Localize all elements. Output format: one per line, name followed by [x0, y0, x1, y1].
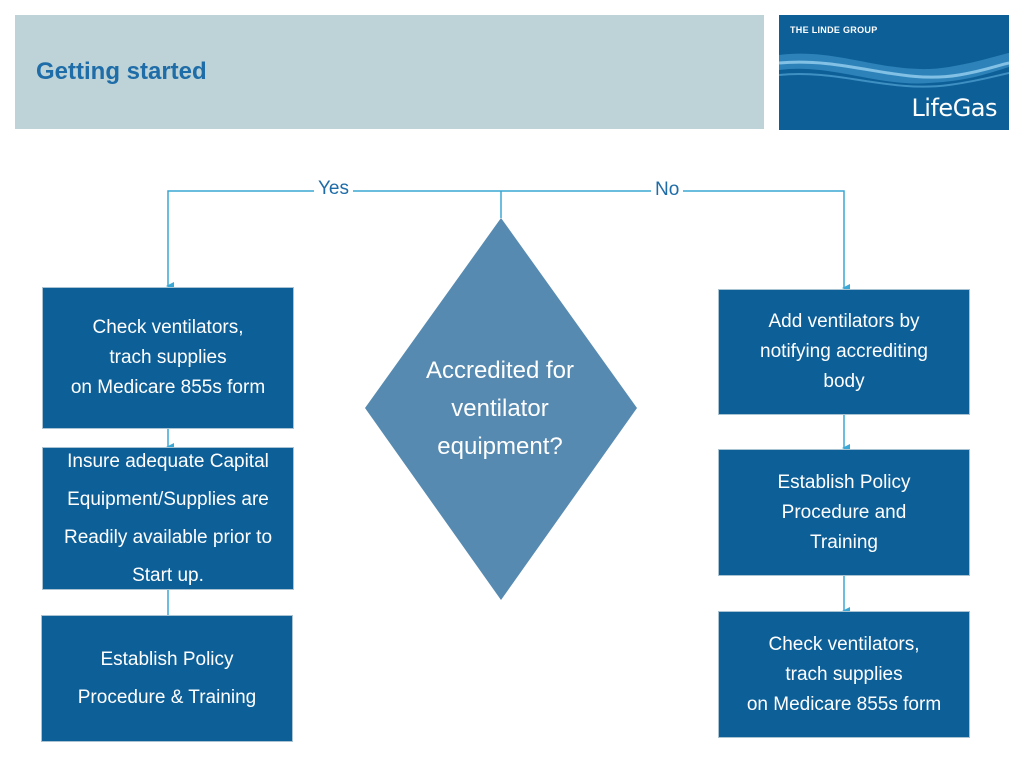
- logo-brand-text: LifeGas: [911, 94, 997, 122]
- page-title: Getting started: [36, 58, 207, 85]
- yes-label: Yes: [314, 178, 353, 200]
- linde-lifegas-logo: THE LINDE GROUP LifeGas: [779, 15, 1009, 130]
- no-step-check-ventilators: Check ventilators, trach supplies on Med…: [718, 611, 970, 738]
- no-step-establish-policy: Establish Policy Procedure and Training: [718, 449, 970, 576]
- connector-no-branch: [501, 190, 850, 292]
- yes-step-establish-policy: Establish Policy Procedure & Training: [41, 615, 293, 742]
- yes-step-check-ventilators: Check ventilators, trach supplies on Med…: [42, 287, 294, 429]
- decision-diamond: [365, 218, 637, 600]
- yes-step-insure-capital-equipment: Insure adequate Capital Equipment/Suppli…: [42, 447, 294, 590]
- no-label: No: [651, 179, 684, 201]
- logo-wave-graphic: [779, 53, 1009, 88]
- logo-group-text: THE LINDE GROUP: [790, 25, 878, 35]
- no-step-add-ventilators: Add ventilators by notifying accrediting…: [718, 289, 970, 415]
- header-bar: [15, 15, 764, 129]
- connector-yes-branch: [166, 190, 501, 290]
- decision-question: Accredited for ventilator equipment?: [425, 357, 575, 460]
